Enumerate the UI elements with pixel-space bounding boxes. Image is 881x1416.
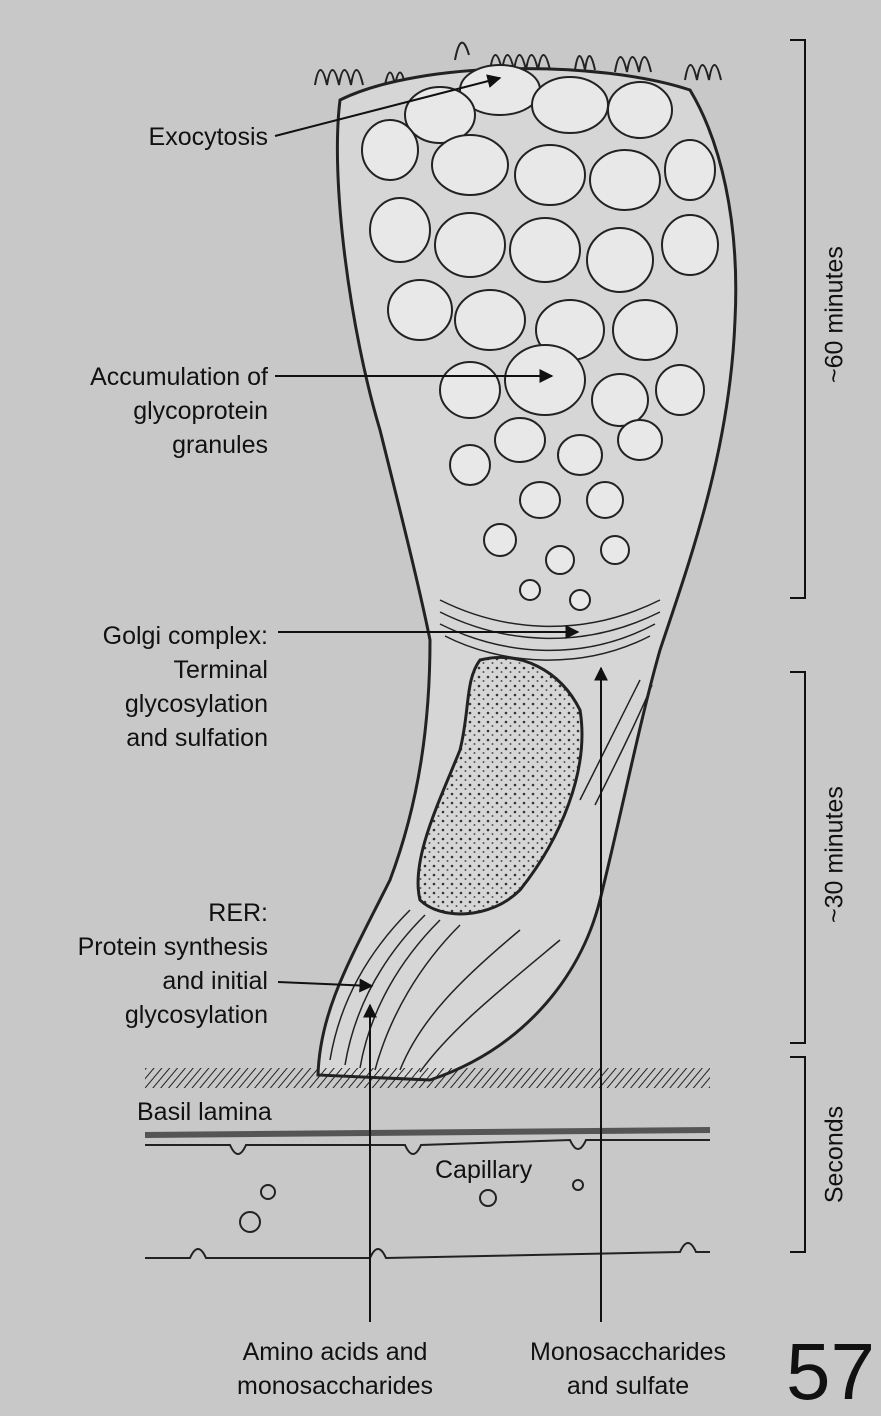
exocytosis-label: Exocytosis	[60, 120, 268, 154]
seconds-label: Seconds	[821, 1105, 850, 1205]
monosaccharides-label: Monosaccharides and sulfate	[488, 1335, 768, 1403]
basal-lamina-band	[145, 1068, 710, 1088]
time-brackets	[790, 40, 805, 1252]
capillary-vessel	[145, 1130, 710, 1258]
accumulation-label: Accumulation of glycoprotein granules	[20, 360, 268, 462]
amino-acids-label: Amino acids and monosaccharides	[205, 1335, 465, 1403]
page-number: 57	[786, 1332, 875, 1412]
sixty-minutes-label: ~60 minutes	[821, 245, 850, 385]
basal-lamina-label: Basil lamina	[137, 1095, 272, 1129]
thirty-minutes-label: ~30 minutes	[821, 785, 850, 925]
rer-label: RER: Protein synthesis and initial glyco…	[10, 896, 268, 1032]
capillary-label: Capillary	[435, 1153, 532, 1187]
golgi-label: Golgi complex: Terminal glycosylation an…	[20, 619, 268, 755]
